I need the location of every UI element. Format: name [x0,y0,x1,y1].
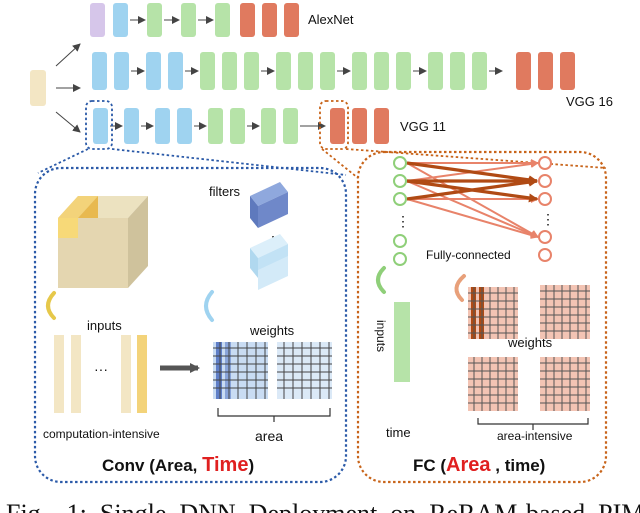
fc-weight-array-1 [468,287,518,339]
conv-vector-dots: ··· [94,361,108,377]
input-arrow-vgg11 [55,111,81,133]
fc-weight-array-2 [540,285,590,339]
fc-panel-border [356,150,608,484]
fc-title-prefix: FC ( [413,456,446,475]
fc-time-label: time [386,425,411,440]
conv-weights-label: weights [249,323,295,338]
vgg11-row: VGG 11 [93,108,446,144]
conv-panel-title: Conv (Area, Time) [102,454,254,476]
fc-inputs-curve-arrow-icon [376,266,386,294]
fc-zoom-line-right [345,148,607,169]
inputs-curve-arrow-icon [46,291,56,320]
area-intensive-label: area-intensive [497,429,573,443]
fc-input-neurons [393,156,407,266]
fc-output-ellipsis: ⋮ [541,211,555,227]
conv-title-suffix: ) [248,456,254,475]
filters-label: filters [209,184,241,199]
conv-zoom-line-right [111,148,347,176]
fc-weight-array-3 [468,357,518,411]
computation-intensive-label: computation-intensive [43,427,160,441]
input-cube [58,196,148,288]
input-vectors: ··· [54,335,147,413]
conv-weight-array-2 [277,342,332,399]
conv-title-prefix: Conv (Area, [102,456,202,475]
fc-weights-curve-arrow-icon [454,274,466,302]
fc-panel: ⋮ ⋮ Fully-connected inputs weights [321,148,608,484]
fc-area-brace [477,418,589,430]
vgg16-row: VGG 16 [92,52,613,109]
alexnet-label: AlexNet [308,12,354,27]
filter-stack: ⋮ [250,182,288,290]
figure-caption: Fig. 1: Single DNN Deployment on ReRAM-b… [6,499,640,513]
conv-selection-box [85,100,113,150]
vgg11-label: VGG 11 [400,119,446,134]
conv-area-label: area [255,428,283,444]
filters-curve-arrow-icon [204,290,214,322]
fc-output-neurons [538,156,552,262]
network-rows: AlexNet [30,3,613,150]
fc-inputs-label: inputs [374,320,388,352]
conv-panel-border [33,166,348,484]
fc-title-suffix: , time) [491,456,546,475]
fc-connections [406,159,539,239]
input-arrow-alexnet [55,43,81,67]
fc-panel-title: FC (Area , time) [413,454,545,476]
conv-panel: filters ⋮ inputs ··· weights [33,148,348,484]
conv-area-brace [217,408,331,422]
fc-weight-array-4 [540,357,590,411]
alexnet-row: AlexNet [90,3,354,37]
fully-connected-label: Fully-connected [426,248,511,262]
input-block [30,70,46,106]
conv-inputs-label: inputs [87,318,122,333]
fc-title-highlight: Area [446,454,491,476]
conv-zoom-line-left [37,148,89,174]
vgg16-label: VGG 16 [566,94,613,109]
conv-weight-array-1 [213,342,268,399]
fc-input-ellipsis: ⋮ [396,213,410,229]
conv-title-highlight: Time [202,454,248,476]
fc-input-vector [394,302,410,382]
